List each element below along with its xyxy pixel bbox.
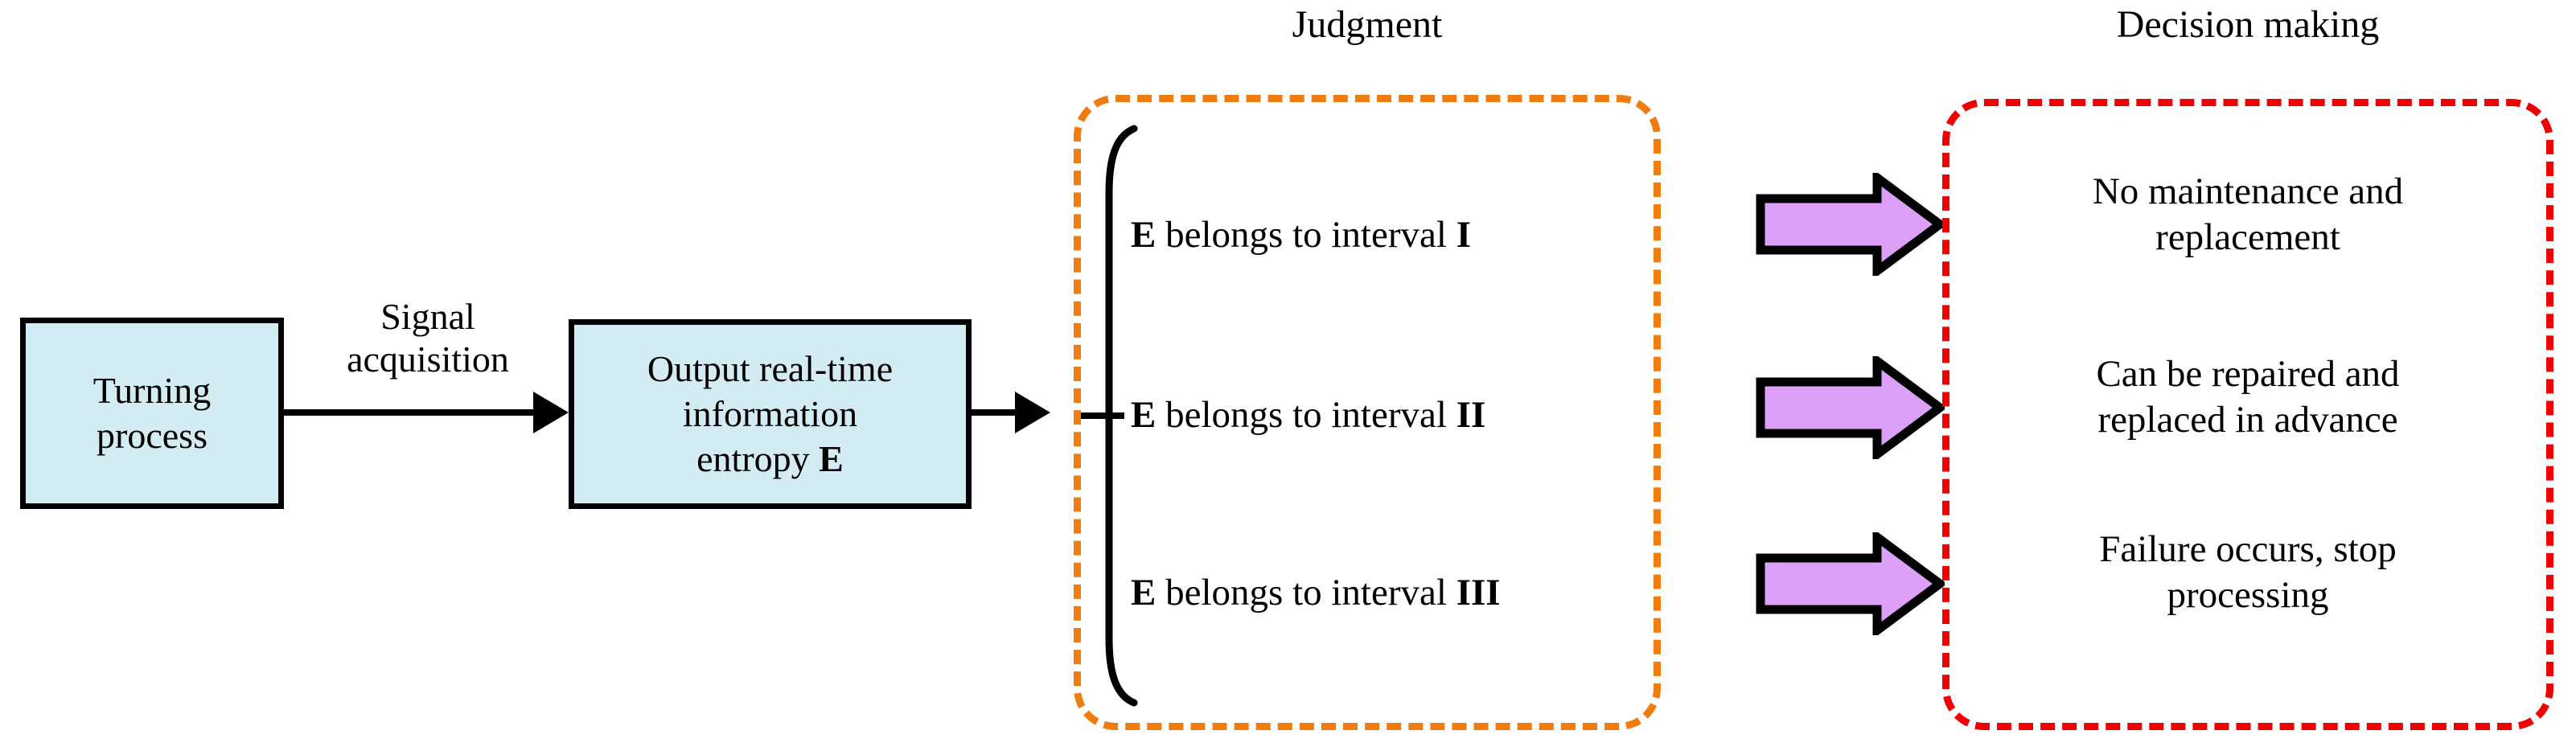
signal-acquisition-arrow-shaft [284, 409, 535, 416]
entropy-output-label: Output real-time information entropy E [636, 347, 904, 482]
decision-making-title: Decision making [2116, 3, 2380, 46]
judgment-row-2: E belongs to interval II [1131, 393, 1485, 437]
decision-item-3: Failure occurs, stop processing [1954, 527, 2541, 619]
turning-process-box: Turning process [20, 318, 284, 509]
signal-acquisition-line-2: acquisition [347, 338, 509, 380]
entropy-output-line-2: information [682, 392, 858, 434]
judgment-row-2-text: belongs to interval [1156, 394, 1456, 436]
decision-item-1-line-2: replacement [2155, 216, 2340, 259]
judgment-brace-stub [1078, 412, 1124, 419]
turning-process-line-2: process [97, 415, 207, 456]
judgment-row-2-symbol: E [1131, 394, 1157, 436]
entropy-symbol: E [819, 438, 844, 480]
decision-item-2: Can be repaired and replaced in advance [1954, 351, 2541, 444]
judgment-title: Judgment [1292, 3, 1443, 46]
decision-item-2-line-1: Can be repaired and [2096, 353, 2400, 395]
judgment-row-3-symbol: E [1131, 572, 1157, 614]
judgment-3-to-decision-3-arrow [1756, 532, 1945, 635]
entropy-output-line-3-text: entropy [696, 438, 820, 480]
judgment-brace-icon [1105, 125, 1138, 707]
decision-item-1-line-1: No maintenance and [2092, 170, 2404, 212]
judgment-2-to-decision-2-arrow [1756, 356, 1945, 459]
entropy-output-box: Output real-time information entropy E [569, 319, 972, 509]
judgment-row-3: E belongs to interval III [1131, 571, 1501, 614]
judgment-row-1-text: belongs to interval [1156, 214, 1456, 256]
judgment-1-to-decision-1-arrow [1756, 173, 1945, 276]
turning-process-label: Turning process [82, 368, 223, 458]
entropy-output-line-1: Output real-time [647, 347, 894, 389]
judgment-row-1-interval: I [1456, 214, 1471, 256]
decision-item-1: No maintenance and replacement [1954, 169, 2541, 261]
judgment-row-3-interval: III [1456, 572, 1501, 614]
judgment-row-2-interval: II [1456, 394, 1486, 436]
turning-process-line-1: Turning [92, 369, 212, 411]
judgment-row-1-symbol: E [1131, 214, 1157, 256]
signal-acquisition-line-1: Signal [380, 296, 475, 337]
judgment-row-3-text: belongs to interval [1156, 572, 1456, 614]
entropy-to-judgment-arrow-head [1015, 392, 1050, 433]
decision-item-2-line-2: replaced in advance [2097, 399, 2398, 441]
signal-acquisition-arrow-head [533, 392, 569, 433]
judgment-row-1: E belongs to interval I [1131, 213, 1471, 256]
entropy-to-judgment-arrow-shaft [972, 409, 1020, 416]
entropy-output-line-3: entropy E [647, 437, 893, 482]
decision-making-panel [1942, 99, 2553, 730]
decision-item-3-line-2: processing [2167, 574, 2329, 617]
decision-item-3-line-1: Failure occurs, stop [2099, 528, 2397, 570]
signal-acquisition-label: Signal acquisition [284, 296, 572, 381]
judgment-panel [1074, 95, 1661, 730]
